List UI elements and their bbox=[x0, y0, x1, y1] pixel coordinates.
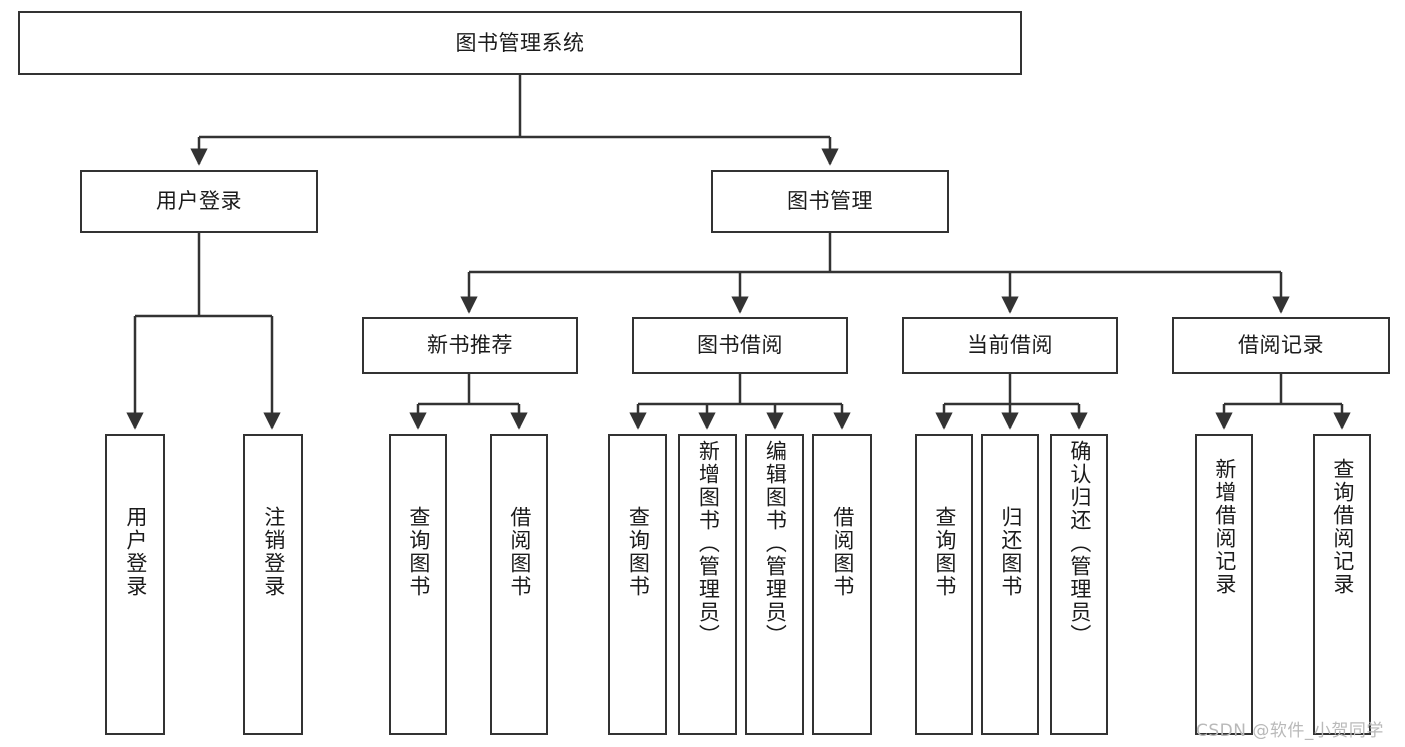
node-leaf-edit-book-label: 编辑图书（管理员） bbox=[763, 440, 788, 647]
node-leaf-user-login-label: 用户登录 bbox=[123, 506, 148, 598]
node-leaf-logout-login-label: 注销登录 bbox=[261, 506, 286, 598]
node-new-book-recommend[interactable]: 新书推荐 bbox=[362, 317, 578, 374]
node-user-login-label: 用户登录 bbox=[156, 189, 242, 214]
node-book-management-label: 图书管理 bbox=[787, 189, 873, 214]
node-current-borrow[interactable]: 当前借阅 bbox=[902, 317, 1118, 374]
node-leaf-query-record[interactable]: 查询借阅记录 bbox=[1313, 434, 1371, 735]
node-leaf-return-book-label: 归还图书 bbox=[998, 506, 1023, 598]
node-leaf-borrow-book-1-label: 借阅图书 bbox=[507, 506, 532, 598]
node-leaf-borrow-book-1[interactable]: 借阅图书 bbox=[490, 434, 548, 735]
node-leaf-query-book-3-label: 查询图书 bbox=[932, 506, 957, 598]
node-leaf-add-book-label: 新增图书（管理员） bbox=[696, 440, 721, 647]
node-book-borrow[interactable]: 图书借阅 bbox=[632, 317, 848, 374]
node-leaf-add-record[interactable]: 新增借阅记录 bbox=[1195, 434, 1253, 735]
node-leaf-borrow-book-2[interactable]: 借阅图书 bbox=[812, 434, 872, 735]
node-current-borrow-label: 当前借阅 bbox=[967, 333, 1053, 358]
node-root-label: 图书管理系统 bbox=[455, 30, 585, 55]
node-leaf-confirm-return[interactable]: 确认归还（管理员） bbox=[1050, 434, 1108, 735]
node-leaf-logout-login[interactable]: 注销登录 bbox=[243, 434, 303, 735]
node-leaf-return-book[interactable]: 归还图书 bbox=[981, 434, 1039, 735]
node-leaf-edit-book[interactable]: 编辑图书（管理员） bbox=[745, 434, 804, 735]
node-leaf-query-book-2-label: 查询图书 bbox=[626, 506, 651, 598]
node-leaf-query-book-3[interactable]: 查询图书 bbox=[915, 434, 973, 735]
node-leaf-query-record-label: 查询借阅记录 bbox=[1330, 458, 1355, 596]
node-borrow-record-label: 借阅记录 bbox=[1238, 333, 1324, 358]
node-leaf-user-login[interactable]: 用户登录 bbox=[105, 434, 165, 735]
watermark-text: CSDN @软件_小贺同学 bbox=[1196, 721, 1384, 741]
node-leaf-query-book-2[interactable]: 查询图书 bbox=[608, 434, 667, 735]
node-leaf-add-record-label: 新增借阅记录 bbox=[1212, 458, 1237, 596]
node-user-login[interactable]: 用户登录 bbox=[80, 170, 318, 233]
node-leaf-borrow-book-2-label: 借阅图书 bbox=[830, 506, 855, 598]
node-leaf-confirm-return-label: 确认归还（管理员） bbox=[1067, 440, 1092, 647]
node-leaf-add-book[interactable]: 新增图书（管理员） bbox=[678, 434, 737, 735]
node-root[interactable]: 图书管理系统 bbox=[18, 11, 1022, 75]
node-borrow-record[interactable]: 借阅记录 bbox=[1172, 317, 1390, 374]
node-leaf-query-book-1[interactable]: 查询图书 bbox=[389, 434, 447, 735]
node-book-borrow-label: 图书借阅 bbox=[697, 333, 783, 358]
node-book-management[interactable]: 图书管理 bbox=[711, 170, 949, 233]
node-leaf-query-book-1-label: 查询图书 bbox=[406, 506, 431, 598]
node-new-book-recommend-label: 新书推荐 bbox=[427, 333, 513, 358]
